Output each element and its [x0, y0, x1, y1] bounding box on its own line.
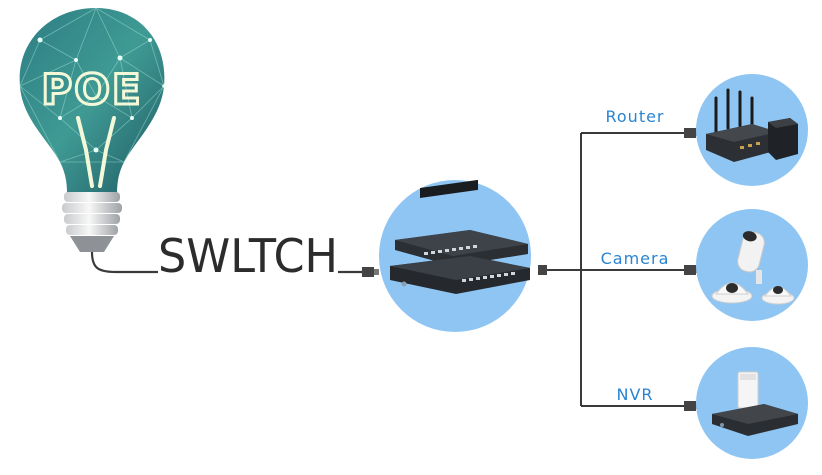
camera-node	[696, 209, 808, 321]
branch-connections	[546, 132, 684, 407]
dome-camera-left	[711, 282, 753, 304]
cable-wire-left	[90, 251, 158, 274]
nvr-tower-device	[737, 371, 759, 409]
rj45-connector-left	[362, 267, 379, 277]
router-label: Router	[605, 107, 664, 126]
nvr-label: NVR	[616, 385, 653, 404]
bulb-screw-base	[62, 192, 122, 252]
camera-label: Camera	[601, 249, 670, 268]
rj45-connector-hub	[538, 265, 547, 275]
bulb-filament	[76, 116, 116, 188]
switch-node	[379, 179, 531, 332]
dome-camera-right	[761, 286, 795, 305]
nvr-recorder-device	[712, 404, 798, 436]
bullet-camera	[737, 231, 765, 284]
router-device	[706, 88, 798, 162]
nvr-node	[696, 347, 808, 459]
router-node	[696, 74, 808, 186]
poe-switch-device	[390, 179, 530, 294]
bulb-poe-text: POE	[41, 65, 142, 114]
bulb-sparkles	[37, 37, 166, 153]
switch-cable: SWLTCH	[90, 229, 379, 283]
bulb-glass	[19, 8, 165, 194]
cable-switch-text: SWLTCH	[158, 229, 338, 283]
poe-light-bulb: POE	[19, 6, 166, 252]
